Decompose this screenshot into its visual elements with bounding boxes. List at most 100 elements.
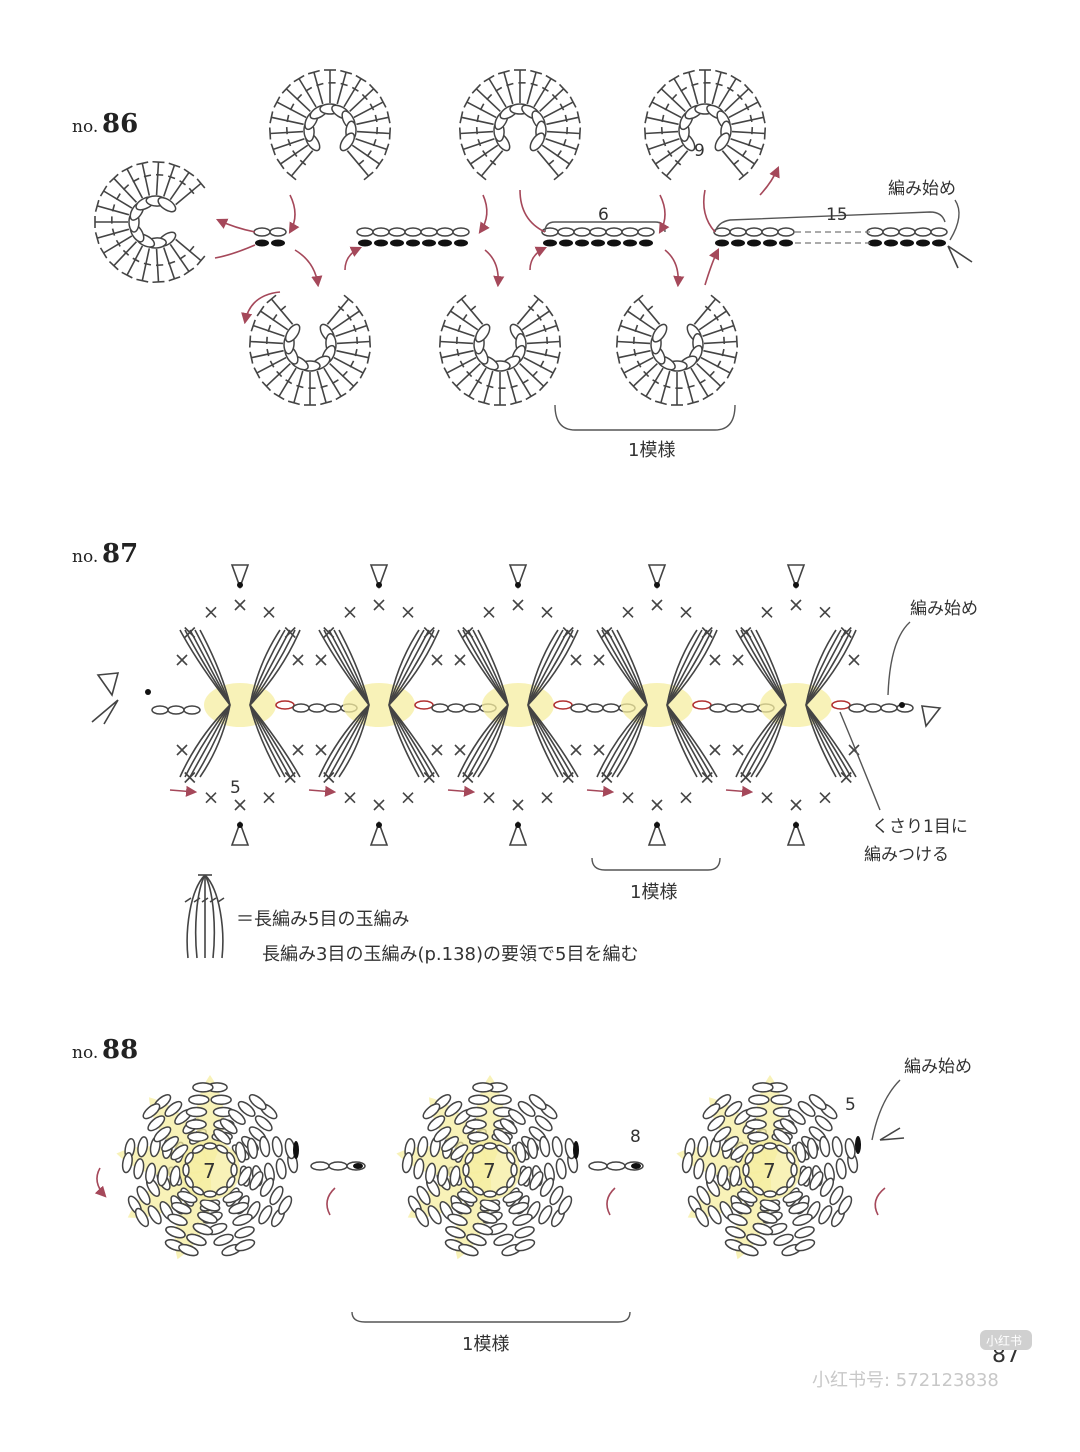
sc-stroke bbox=[431, 654, 443, 666]
cluster-strand bbox=[477, 629, 509, 706]
slip-stitch bbox=[573, 1141, 579, 1159]
pattern-86-count-bracket-15 bbox=[714, 211, 946, 233]
treble-stitch bbox=[728, 101, 759, 119]
chain-stitch bbox=[235, 1141, 247, 1163]
stitch-top bbox=[446, 305, 455, 317]
treble-stitch bbox=[298, 78, 317, 108]
treble-stitch bbox=[731, 130, 765, 135]
stitch-bar bbox=[662, 138, 667, 147]
cluster-strand bbox=[740, 704, 787, 778]
single-crochet bbox=[176, 654, 188, 666]
cluster-strand bbox=[472, 704, 509, 778]
stitch-top bbox=[121, 271, 133, 279]
stitch-bar bbox=[547, 159, 555, 166]
stitch-top bbox=[549, 367, 557, 379]
chain-stitch bbox=[693, 1158, 705, 1180]
cluster-strand bbox=[249, 704, 281, 778]
stitch-bar bbox=[266, 348, 270, 357]
cluster-strand bbox=[338, 704, 370, 778]
chain-stitch bbox=[269, 227, 287, 237]
stitch-top bbox=[456, 294, 467, 304]
sc-stroke bbox=[840, 771, 852, 784]
chain-stitch bbox=[586, 703, 604, 713]
slip-stitch bbox=[793, 582, 799, 588]
single-crochet bbox=[732, 744, 744, 756]
treble-stitch bbox=[688, 71, 699, 105]
sc-stroke bbox=[680, 792, 692, 804]
chain-stitch bbox=[477, 1211, 498, 1224]
single-crochet bbox=[234, 599, 246, 611]
picot bbox=[786, 820, 806, 846]
chain-stitch bbox=[171, 1201, 192, 1215]
stitch-top bbox=[458, 127, 462, 140]
treble-stitch bbox=[290, 150, 314, 177]
stitch-top bbox=[726, 367, 734, 379]
stitch-bar bbox=[536, 314, 542, 321]
chain-stitch bbox=[472, 1082, 494, 1093]
chain-stitch bbox=[452, 227, 470, 237]
single-crochet bbox=[622, 606, 634, 618]
chain-stitch bbox=[731, 1201, 752, 1215]
stitch-top bbox=[196, 255, 206, 266]
stitch-top bbox=[759, 143, 765, 156]
pattern-87-arrow bbox=[586, 785, 615, 797]
stitch-top bbox=[735, 335, 739, 348]
stitch-top bbox=[545, 305, 554, 317]
treble-stitch bbox=[466, 101, 497, 119]
stitch-top bbox=[249, 351, 254, 364]
cluster-strand bbox=[318, 704, 370, 778]
pattern-87-motifs bbox=[91, 564, 942, 846]
stitch-bar bbox=[111, 204, 116, 212]
chain-stitch bbox=[717, 1165, 729, 1187]
stitch-top bbox=[730, 74, 742, 83]
stitch-bar bbox=[115, 239, 121, 247]
sc-stroke bbox=[205, 606, 217, 618]
chain-stitch bbox=[425, 1162, 437, 1184]
pattern-87-note-leader bbox=[839, 711, 881, 811]
cluster-strand bbox=[666, 704, 698, 778]
cluster-strand bbox=[805, 704, 837, 778]
single-crochet bbox=[709, 654, 721, 666]
chain-stitch bbox=[551, 1136, 563, 1158]
stitch-bar bbox=[269, 360, 275, 368]
stitch-top bbox=[554, 319, 560, 332]
pattern-88-arrow bbox=[606, 1187, 616, 1216]
chain-stitch bbox=[468, 1094, 490, 1105]
stitch-top bbox=[121, 165, 133, 173]
treble-stitch bbox=[703, 340, 737, 345]
cluster-strand bbox=[194, 629, 231, 706]
stitch-bar bbox=[267, 324, 272, 333]
cluster-strand bbox=[527, 629, 564, 706]
treble-stitch bbox=[356, 116, 389, 126]
stitch-top bbox=[364, 319, 370, 332]
stitch-bar bbox=[188, 245, 195, 253]
chain-stitch bbox=[157, 1165, 169, 1187]
stitch-top bbox=[715, 381, 726, 392]
treble-stitch bbox=[533, 78, 552, 108]
pattern-88-repeat-bracket bbox=[351, 1311, 631, 1323]
chain-stitch bbox=[167, 1213, 188, 1227]
chain-stitch bbox=[215, 1186, 229, 1196]
treble-stitch bbox=[711, 71, 722, 105]
treble-stitch bbox=[175, 238, 202, 262]
stitch-bar bbox=[521, 379, 529, 385]
pattern-88-count-5: 5 bbox=[845, 1095, 856, 1115]
cluster-strand bbox=[611, 704, 648, 778]
chain-stitch bbox=[199, 1199, 221, 1212]
sc-stroke bbox=[593, 744, 605, 756]
cluster-strand bbox=[388, 704, 440, 778]
chain-stitch bbox=[253, 227, 271, 237]
chain-stitch bbox=[714, 132, 731, 152]
stitch-bar bbox=[634, 324, 639, 333]
chain-stitch bbox=[447, 1213, 468, 1227]
stitch-bar bbox=[132, 177, 140, 183]
pattern-88-center-count-2: 7 bbox=[483, 1159, 496, 1183]
chain-stitch bbox=[696, 1185, 711, 1206]
chain-stitch bbox=[142, 1103, 161, 1120]
pattern-88-flower bbox=[116, 1075, 299, 1260]
pattern-87-motif bbox=[447, 564, 636, 846]
slip-stitch bbox=[376, 822, 382, 828]
chain-stitch bbox=[254, 1115, 273, 1132]
single-crochet bbox=[651, 799, 663, 811]
